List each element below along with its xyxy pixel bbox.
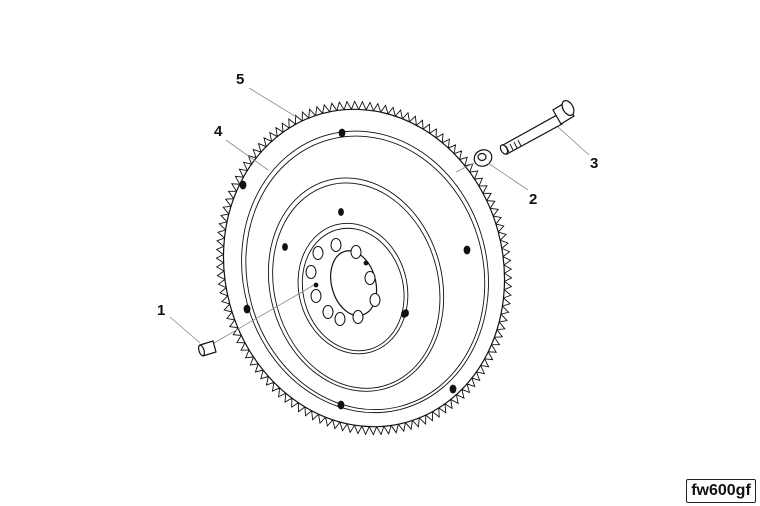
crank-bolt-hole (352, 310, 364, 324)
flywheel-friction-ring-inner (245, 135, 486, 411)
leader-line-2 (487, 162, 529, 191)
leader-line-1 (169, 316, 201, 344)
flywheel (222, 108, 506, 428)
callout-3: 3 (590, 155, 598, 172)
leader-line-4 (225, 139, 269, 171)
washer (473, 149, 493, 167)
crank-bolt-hole (364, 271, 376, 285)
flywheel-center-plate (267, 177, 445, 392)
leader-line-2-axis (455, 162, 475, 173)
dowel-pin (197, 340, 217, 357)
crank-bolt-hole (312, 246, 324, 260)
flywheel-hub-inner (301, 227, 405, 352)
crank-bolt-hole (310, 289, 322, 303)
outer-bolt-hole (239, 180, 247, 190)
flywheel-holes (239, 128, 471, 410)
leader-line-1-axis (213, 284, 315, 344)
callout-2: 2 (529, 191, 537, 208)
leader-line-3 (557, 126, 590, 156)
locating-dowel-hole (363, 260, 369, 266)
flywheel-hub (297, 222, 409, 355)
crank-bolt-hole (350, 245, 362, 259)
plate-mount-hole (338, 208, 344, 216)
leader-line-5 (248, 87, 299, 119)
bolt (499, 100, 575, 155)
crank-bolt-hole (322, 305, 334, 319)
crank-bolt-hole (305, 265, 317, 279)
locating-dowel-hole (313, 282, 319, 288)
crank-bolt-hole (334, 312, 346, 326)
outer-bolt-hole (463, 245, 471, 255)
diagram-reference-label: fw600gf (686, 479, 756, 503)
callout-5: 5 (236, 71, 244, 88)
crank-bolt-hole (330, 238, 342, 252)
callout-4: 4 (214, 123, 223, 140)
plate-mount-hole (403, 309, 409, 317)
outer-bolt-hole (337, 400, 345, 410)
crank-bolt-hole (369, 293, 381, 307)
outer-bolt-hole (449, 384, 457, 394)
callout-1: 1 (157, 302, 165, 319)
plate-mount-hole (282, 243, 288, 251)
outer-bolt-hole (243, 304, 251, 314)
flywheel-friction-ring (241, 130, 489, 414)
outer-bolt-hole (338, 128, 346, 138)
